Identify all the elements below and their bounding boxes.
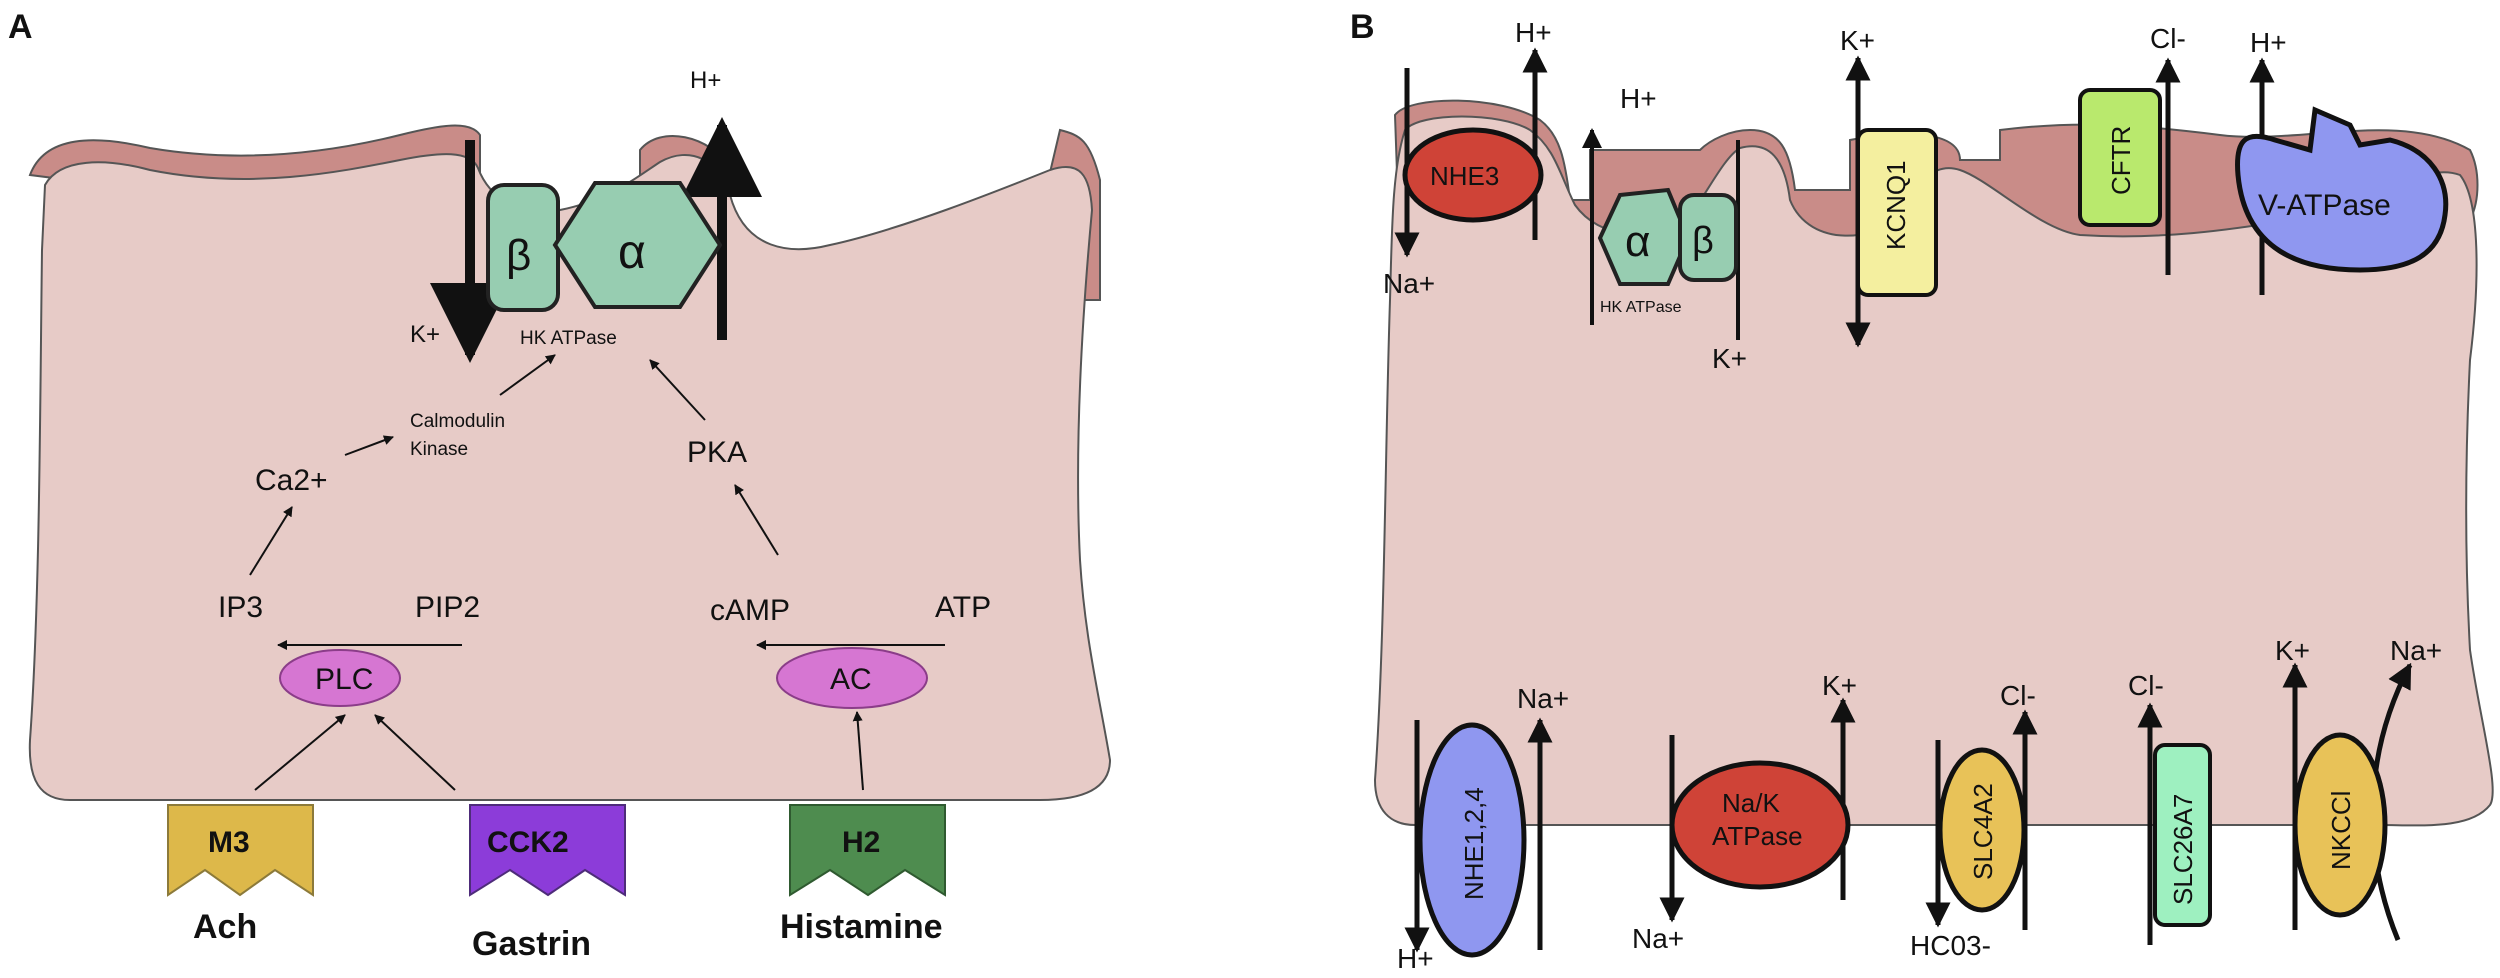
- nkcc-label: NKCCl: [2326, 791, 2356, 870]
- panel-a-cell-body: [28, 153, 1112, 801]
- histamine-label: Histamine: [780, 908, 943, 946]
- nhe124-na-label: Na+: [1517, 683, 1569, 714]
- nhe3-h-label: H+: [1515, 17, 1552, 48]
- hk-b-alpha-symbol: α: [1625, 217, 1650, 266]
- nak-na-label: Na+: [1632, 923, 1684, 954]
- plc-label: PLC: [315, 663, 373, 696]
- vatpase-pump: [2234, 106, 2449, 273]
- h-ion-label: H+: [690, 67, 721, 94]
- cck2-to-plc-arrow: [374, 714, 456, 791]
- ca-label: Ca2+: [255, 464, 328, 497]
- m3-to-plc-arrow: [254, 714, 346, 791]
- h2-receptor: [789, 804, 946, 897]
- slc4a2-transporter: [1937, 747, 2027, 913]
- hk-b-beta-subunit: [1678, 193, 1738, 282]
- nhe124-label: NHE1,2,4: [1459, 787, 1489, 900]
- hk-beta-symbol: β: [506, 231, 531, 280]
- hk-b-beta-symbol: β: [1692, 220, 1714, 262]
- nhe124-transporter: [1417, 722, 1527, 958]
- ca-to-calmodulin-arrow: [344, 435, 394, 456]
- hk-b-name: HK ATPase: [1600, 299, 1682, 316]
- ip3-label: IP3: [218, 591, 263, 624]
- nhe3-na-label: Na+: [1383, 268, 1435, 299]
- cftr-label: CFTR: [2106, 126, 2136, 195]
- cftr-cl-label: Cl-: [2150, 23, 2186, 54]
- kcnq1-label: KCNQ1: [1881, 160, 1911, 250]
- cck2-receptor: [469, 804, 626, 897]
- panel-a-label: A: [8, 8, 33, 46]
- kcnq1-channel: [1856, 128, 1938, 297]
- hk-b-h-label: H+: [1620, 83, 1657, 114]
- nhe124-h-label: H+: [1397, 943, 1434, 974]
- pka-label: PKA: [687, 436, 747, 469]
- ach-label: Ach: [193, 908, 257, 946]
- h2-to-ac-arrow: [852, 711, 864, 791]
- atp-label: ATP: [935, 591, 991, 624]
- cck2-label: CCK2: [487, 826, 569, 859]
- nkcc-na-label: Na+: [2390, 635, 2442, 666]
- m3-receptor: [167, 804, 314, 897]
- cftr-channel: [2078, 88, 2162, 227]
- hk-atpase-label: HK ATPase: [520, 328, 617, 349]
- gastrin-label: Gastrin: [472, 925, 591, 963]
- pka-to-hk-arrow: [649, 359, 706, 421]
- calmodulin-to-hk-arrow: [499, 354, 556, 396]
- kinase-label: Kinase: [410, 439, 468, 460]
- slc26a7-transporter: [2153, 743, 2212, 927]
- slc26a7-label: SLC26A7: [2168, 794, 2198, 905]
- camp-to-pka-arrow: [734, 484, 779, 556]
- panel-b-label: B: [1350, 8, 1375, 46]
- nhe3-transporter: [1402, 127, 1544, 223]
- nkcc-transporter: [2292, 732, 2388, 918]
- nak-line1-label: Na/K: [1722, 788, 1780, 818]
- nak-k-label: K+: [1822, 670, 1857, 701]
- nhe3-label: NHE3: [1430, 161, 1499, 191]
- panel-a-membrane: [28, 124, 1101, 302]
- slc4a2-cl-label: Cl-: [2000, 680, 2036, 711]
- slc4a2-label: SLC4A2: [1968, 783, 1998, 880]
- nkcc-k-label: K+: [2275, 635, 2310, 666]
- vatpase-label: V-ATPase: [2258, 189, 2391, 222]
- kcnq1-k-label: K+: [1840, 25, 1875, 56]
- pip2-label: PIP2: [415, 591, 480, 624]
- ac-enzyme: [776, 647, 928, 709]
- h2-label: H2: [842, 826, 880, 859]
- slc26a7-cl-label: Cl-: [2128, 670, 2164, 701]
- vatpase-h-label: H+: [2250, 27, 2287, 58]
- ip3-to-ca-arrow: [249, 506, 293, 576]
- nak-atpase-pump: [1669, 760, 1851, 890]
- hk-alpha-subunit: [552, 181, 723, 309]
- camp-label: cAMP: [710, 594, 790, 627]
- calmodulin-label: Calmodulin: [410, 411, 505, 432]
- ac-label: AC: [830, 663, 872, 696]
- hk-alpha-symbol: α: [618, 226, 646, 279]
- plc-enzyme: [279, 649, 401, 707]
- slc4a2-hco3-label: HC03-: [1910, 930, 1991, 961]
- k-ion-label: K+: [410, 321, 440, 348]
- m3-label: M3: [208, 826, 250, 859]
- nak-line2-label: ATPase: [1712, 821, 1803, 851]
- hk-b-k-label: K+: [1712, 343, 1747, 374]
